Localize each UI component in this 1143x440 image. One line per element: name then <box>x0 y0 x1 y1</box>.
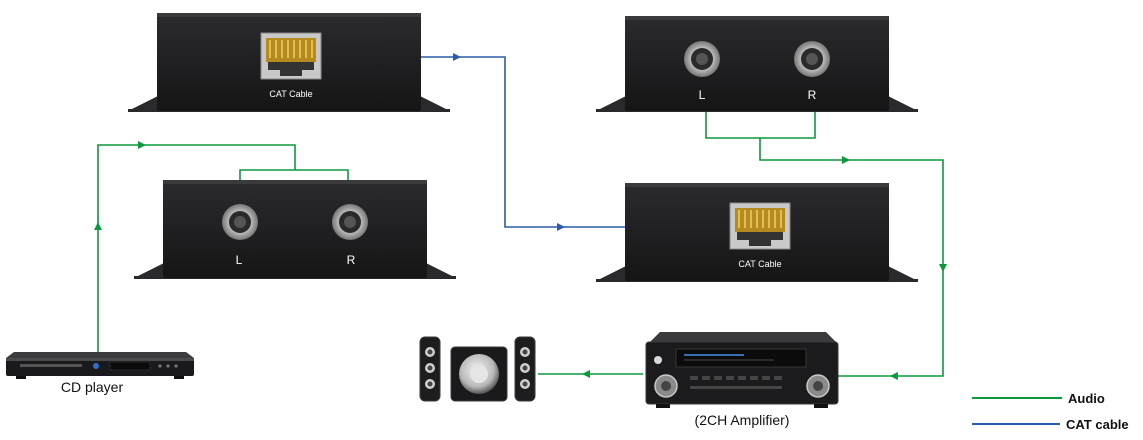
audio-arrow-icon <box>138 141 146 149</box>
subwoofer-icon <box>450 346 508 402</box>
legend: Audio CAT cable <box>972 391 1129 432</box>
audio-arrow-icon <box>890 372 898 380</box>
cat-arrow-icon <box>453 53 461 61</box>
volume-knob-icon <box>654 374 678 398</box>
audio-cable-rx-to-amp <box>705 110 944 377</box>
transmitter-audio-unit: L R <box>134 180 456 279</box>
cd-player-device <box>6 352 194 379</box>
audio-arrow-icon <box>939 264 947 272</box>
transmitter-cat-unit: CAT Cable <box>128 13 450 112</box>
rx-right-label: R <box>808 88 817 102</box>
tx-left-label: L <box>236 253 243 267</box>
tx-cat-port-label: CAT Cable <box>269 89 312 99</box>
rx-left-label: L <box>699 88 706 102</box>
rca-jack-right-icon <box>794 41 830 77</box>
rca-jack-left-icon <box>684 41 720 77</box>
audio-arrow-icon <box>582 370 590 378</box>
left-satellite-speaker-icon <box>419 336 441 402</box>
legend-cat-label: CAT cable <box>1066 417 1129 432</box>
input-knob-icon <box>806 374 830 398</box>
cat-arrow-icon <box>557 223 565 231</box>
audio-arrow-icon <box>94 222 102 230</box>
receiver-audio-unit: L R <box>596 16 918 112</box>
speaker-system <box>419 336 536 402</box>
rca-jack-left-icon <box>222 204 258 240</box>
rj45-port-icon <box>260 32 322 80</box>
cd-player-label: CD player <box>61 379 124 395</box>
amplifier-device <box>645 332 839 408</box>
rx-cat-port-label: CAT Cable <box>738 259 781 269</box>
legend-audio-label: Audio <box>1068 391 1105 406</box>
right-satellite-speaker-icon <box>514 336 536 402</box>
rca-jack-right-icon <box>332 204 368 240</box>
audio-arrow-icon <box>842 156 850 164</box>
amplifier-label: (2CH Amplifier) <box>695 412 790 428</box>
receiver-cat-unit: CAT Cable <box>596 183 918 282</box>
tx-right-label: R <box>347 253 356 267</box>
rj45-port-icon <box>729 202 791 250</box>
